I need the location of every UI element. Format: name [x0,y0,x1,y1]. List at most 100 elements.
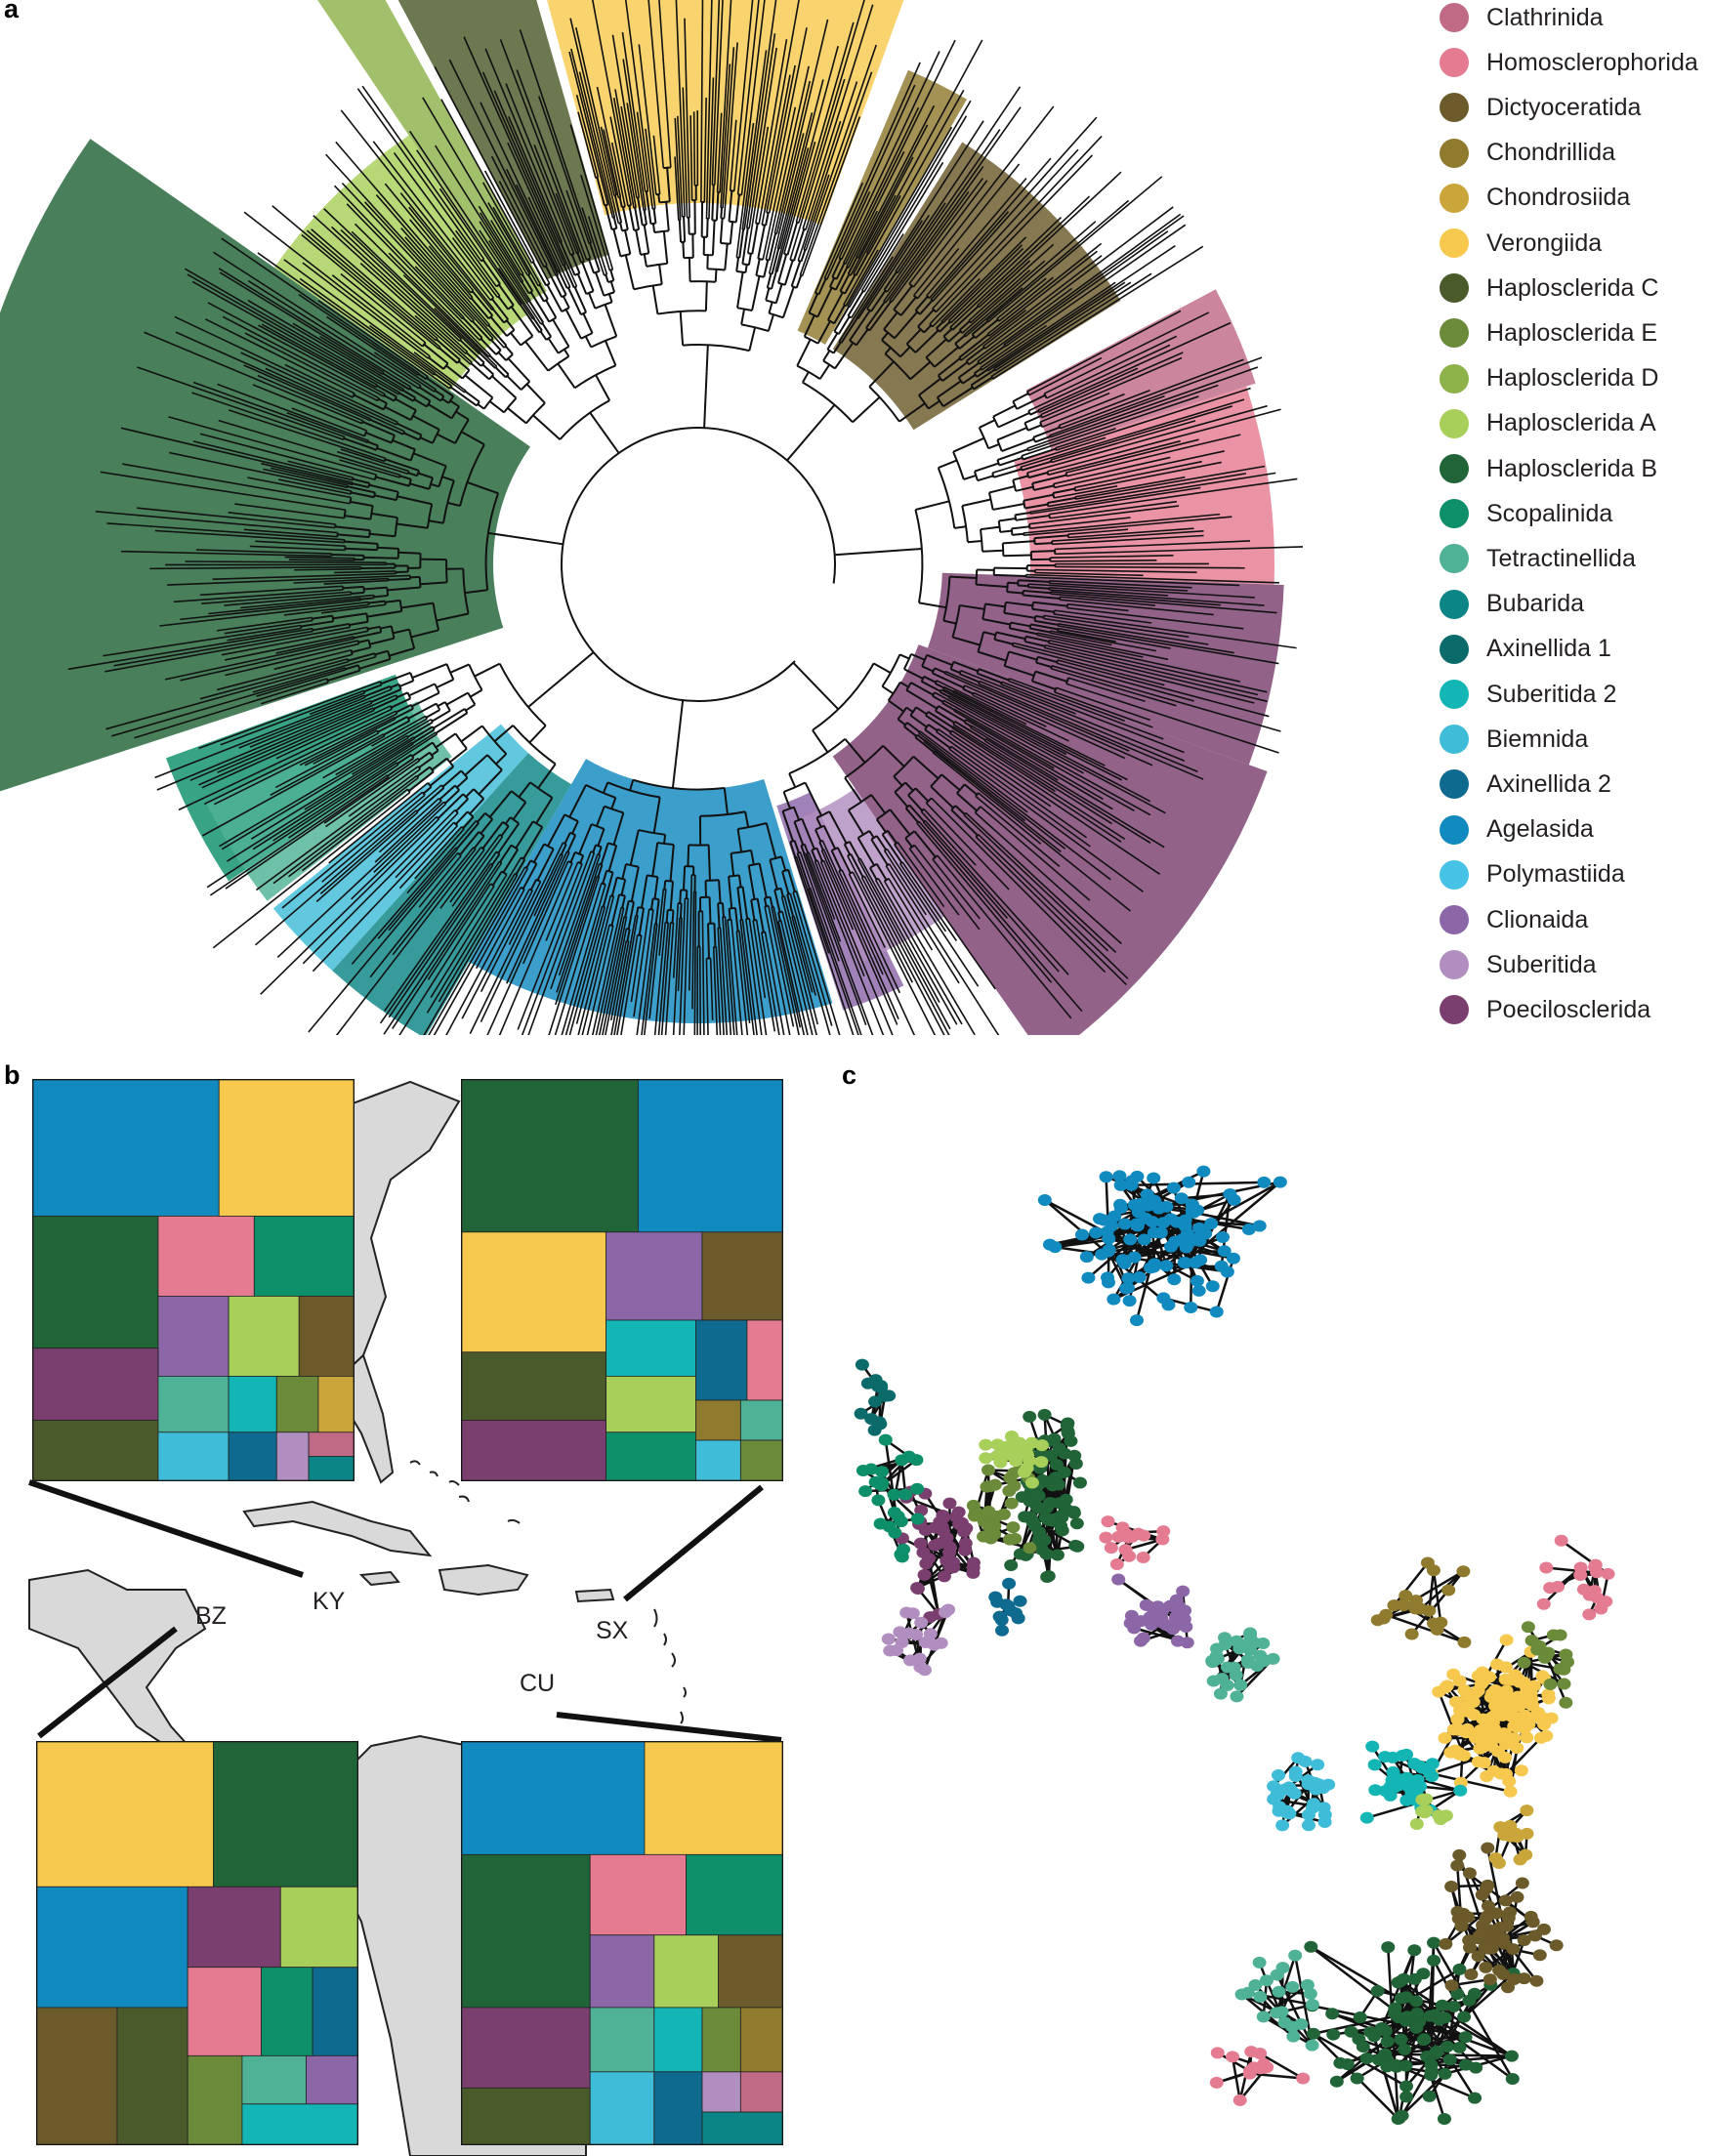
network-node [1405,1628,1419,1639]
tree-branch [537,652,594,700]
network-node [1040,1549,1054,1560]
network-node [1450,1860,1464,1872]
network-node [1341,2058,1355,2070]
treemap-cell [158,1296,229,1376]
legend-swatch [1440,3,1469,32]
treemap-cell [740,2072,782,2112]
network-node [999,1441,1013,1453]
tree-branch [564,296,569,308]
tree-branch [684,866,685,890]
network-node [1400,2011,1414,2022]
tree-branch [500,664,546,726]
network-node [1410,1818,1424,1830]
legend-label: Biemnida [1486,726,1588,754]
tree-branch [369,530,370,537]
network-node [940,1532,954,1544]
tree-branch [768,273,772,287]
tree-branch [803,383,853,423]
tree-branch [614,218,617,228]
legend-label: Bubarida [1486,590,1584,618]
network-node [1206,1656,1220,1668]
tree-branch [756,259,759,275]
treemap-cell [462,1742,645,1854]
tree-branch [803,372,809,383]
network-node [979,1510,992,1521]
tree-branch [506,347,513,354]
treemap-cell [702,1232,782,1320]
tree-branch [366,613,367,621]
tree-branch [527,384,545,402]
network-node [1463,1942,1477,1954]
network-node [1368,1759,1382,1770]
tree-branch [673,761,676,788]
network-node [959,1522,973,1534]
network-node [1107,1294,1120,1306]
network-node [1318,1816,1332,1828]
network-node [1439,2068,1452,2080]
treemap-cell [695,1320,746,1400]
legend-item: Haplosclerida A [1440,404,1656,443]
treemap-cell [188,2055,242,2144]
network-node [918,1664,932,1676]
network-node [1416,1968,1430,1979]
tree-branch [766,213,769,226]
network-node [1307,1798,1320,1809]
tree-branch [508,536,563,544]
network-node [1574,1561,1588,1573]
tree-branch [578,274,587,295]
network-node [1218,1245,1232,1257]
network-node [1516,1878,1529,1889]
network-node [1105,1542,1118,1554]
tree-branch [596,272,604,296]
tree-branch [408,692,411,698]
legend-item: Scopalinida [1440,494,1612,533]
tree-branch [729,875,739,876]
tree-branch [989,486,1015,492]
tree-branch [1013,394,1028,401]
legend-label: Clathrinida [1486,4,1604,32]
tree-branch [749,327,755,351]
treemap-cell [590,1935,654,2008]
tree-branch [853,397,880,423]
tree-branch [1031,551,1055,552]
network-node [1034,1456,1048,1468]
tree-branch [475,664,500,677]
network-node [1241,1987,1255,1999]
tree-branch [659,201,670,202]
network-node [1176,1233,1190,1245]
treemap-cell [313,1968,357,2056]
legend-item: Tetractinellida [1440,539,1636,578]
similarity-network [833,1035,1712,2129]
tree-branch [529,302,543,323]
treemap-cell [654,1935,719,2008]
network-node [1330,2076,1344,2088]
treemap-cell [33,1080,219,1216]
legend-label: Dictyoceratida [1486,94,1641,122]
tree-branch [377,548,398,549]
network-node [1481,1910,1494,1922]
legend-swatch [1440,680,1469,709]
network-node [882,1634,896,1645]
network-node [1184,1302,1197,1313]
network-node [988,1479,1002,1491]
tree-branch [741,309,744,324]
network-node [1050,1477,1064,1489]
tree-branch [962,506,968,542]
network-node [1395,1992,1408,2004]
network-node [1125,1610,1139,1622]
network-node [1304,1941,1317,1953]
network-node [979,1452,992,1464]
network-node [1218,1632,1232,1643]
network-node [1488,1852,1502,1864]
legend-swatch [1440,769,1469,799]
tree-branch [976,569,977,584]
tree-branch [688,845,689,866]
network-node [1469,2062,1482,2074]
tree-branch [1008,583,1019,584]
network-node [1099,1532,1112,1544]
network-node [1002,1578,1016,1590]
network-node [1190,1275,1204,1287]
treemap-cell [462,2008,590,2088]
treemap-cell [188,1968,261,2056]
network-node [1247,1637,1261,1648]
